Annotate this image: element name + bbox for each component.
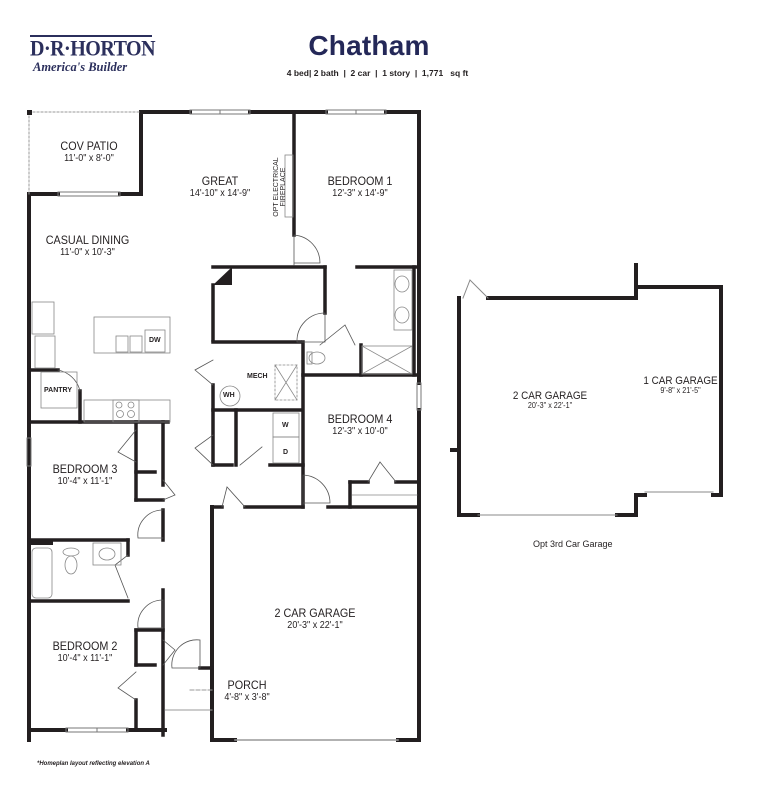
room-bedroom-4: BEDROOM 4 12'-3" x 10'-0" xyxy=(305,412,415,438)
room-name: 2 CAR GARAGE xyxy=(512,390,588,402)
exterior-walls xyxy=(27,110,421,742)
room-porch: PORCH 4'-8" x 3'-8" xyxy=(212,678,282,704)
pantry-label: PANTRY xyxy=(44,387,72,394)
room-casual-dining: CASUAL DINING 11'-0" x 10'-3" xyxy=(30,233,145,259)
fireplace-label-line2: FIREPLACE xyxy=(280,167,287,207)
room-cov-patio: COV PATIO 11'-0" x 8'-0" xyxy=(44,139,134,165)
room-name: CASUAL DINING xyxy=(45,233,130,247)
opt-room-1-car-garage: 1 CAR GARAGE 9'-8" x 21'-5" xyxy=(633,375,728,396)
opt-room-2-car-garage: 2 CAR GARAGE 20'-3" x 22'-1" xyxy=(490,390,610,411)
room-name: COV PATIO xyxy=(60,139,118,153)
room-name: 2 CAR GARAGE xyxy=(274,606,356,620)
dishwasher-label: DW xyxy=(149,337,161,344)
plan-title: Chatham xyxy=(308,30,430,61)
room-dimensions: 12'-3" x 10'-0" xyxy=(332,426,388,438)
fireplace-label: OPT ELECTRICAL FIREPLACE xyxy=(273,153,287,221)
room-name: GREAT xyxy=(201,174,239,188)
interior-walls xyxy=(27,110,421,737)
dr-horton-logo: D·R·HORTON America's Builder xyxy=(30,35,156,75)
room-name: 1 CAR GARAGE xyxy=(643,375,718,387)
room-name: BEDROOM 1 xyxy=(327,174,393,188)
washer-label: W xyxy=(282,422,289,429)
option-garage-walls xyxy=(450,263,723,517)
room-bedroom-2: BEDROOM 2 10'-4" x 11'-1" xyxy=(30,639,140,665)
room-dimensions: 20'-3" x 22'-1" xyxy=(527,401,573,411)
room-bedroom-3: BEDROOM 3 10'-4" x 11'-1" xyxy=(30,462,140,488)
room-name: PORCH xyxy=(227,678,267,692)
room-dimensions: 10'-4" x 11'-1" xyxy=(57,653,113,665)
water-heater-label: WH xyxy=(223,392,235,399)
room-dimensions: 10'-4" x 11'-1" xyxy=(57,476,113,488)
footnote: *Homeplan layout reflecting elevation A xyxy=(37,761,150,767)
room-dimensions: 11'-0" x 8'-0" xyxy=(64,153,114,165)
room-dimensions: 4'-8" x 3'-8" xyxy=(224,692,270,704)
plan-specs: 4 bed| 2 bath | 2 car | 1 story | 1,771 … xyxy=(286,68,469,78)
room-dimensions: 20'-3" x 22'-1" xyxy=(287,620,343,632)
room-great: GREAT 14'-10" x 14'-9" xyxy=(170,174,270,200)
logo-tagline: America's Builder xyxy=(33,60,128,74)
logo-rule xyxy=(30,35,152,37)
room-dimensions: 14'-10" x 14'-9" xyxy=(189,188,251,200)
room-name: BEDROOM 3 xyxy=(52,462,118,476)
room-bedroom-1: BEDROOM 1 12'-3" x 14'-9" xyxy=(305,174,415,200)
room-2-car-garage: 2 CAR GARAGE 20'-3" x 22'-1" xyxy=(255,606,375,632)
room-dimensions: 11'-0" x 10'-3" xyxy=(60,247,115,259)
opt-garage-caption: Opt 3rd Car Garage xyxy=(533,539,613,549)
fireplace-label-line1: OPT ELECTRICAL xyxy=(273,157,280,217)
room-dimensions: 9'-8" x 21'-5" xyxy=(660,386,701,396)
logo-wordmark: D·R·HORTON xyxy=(30,36,156,62)
mech-label: MECH xyxy=(247,373,268,380)
room-name: BEDROOM 4 xyxy=(327,412,393,426)
room-dimensions: 12'-3" x 14'-9" xyxy=(332,188,388,200)
dryer-label: D xyxy=(283,449,289,456)
room-name: BEDROOM 2 xyxy=(52,639,118,653)
